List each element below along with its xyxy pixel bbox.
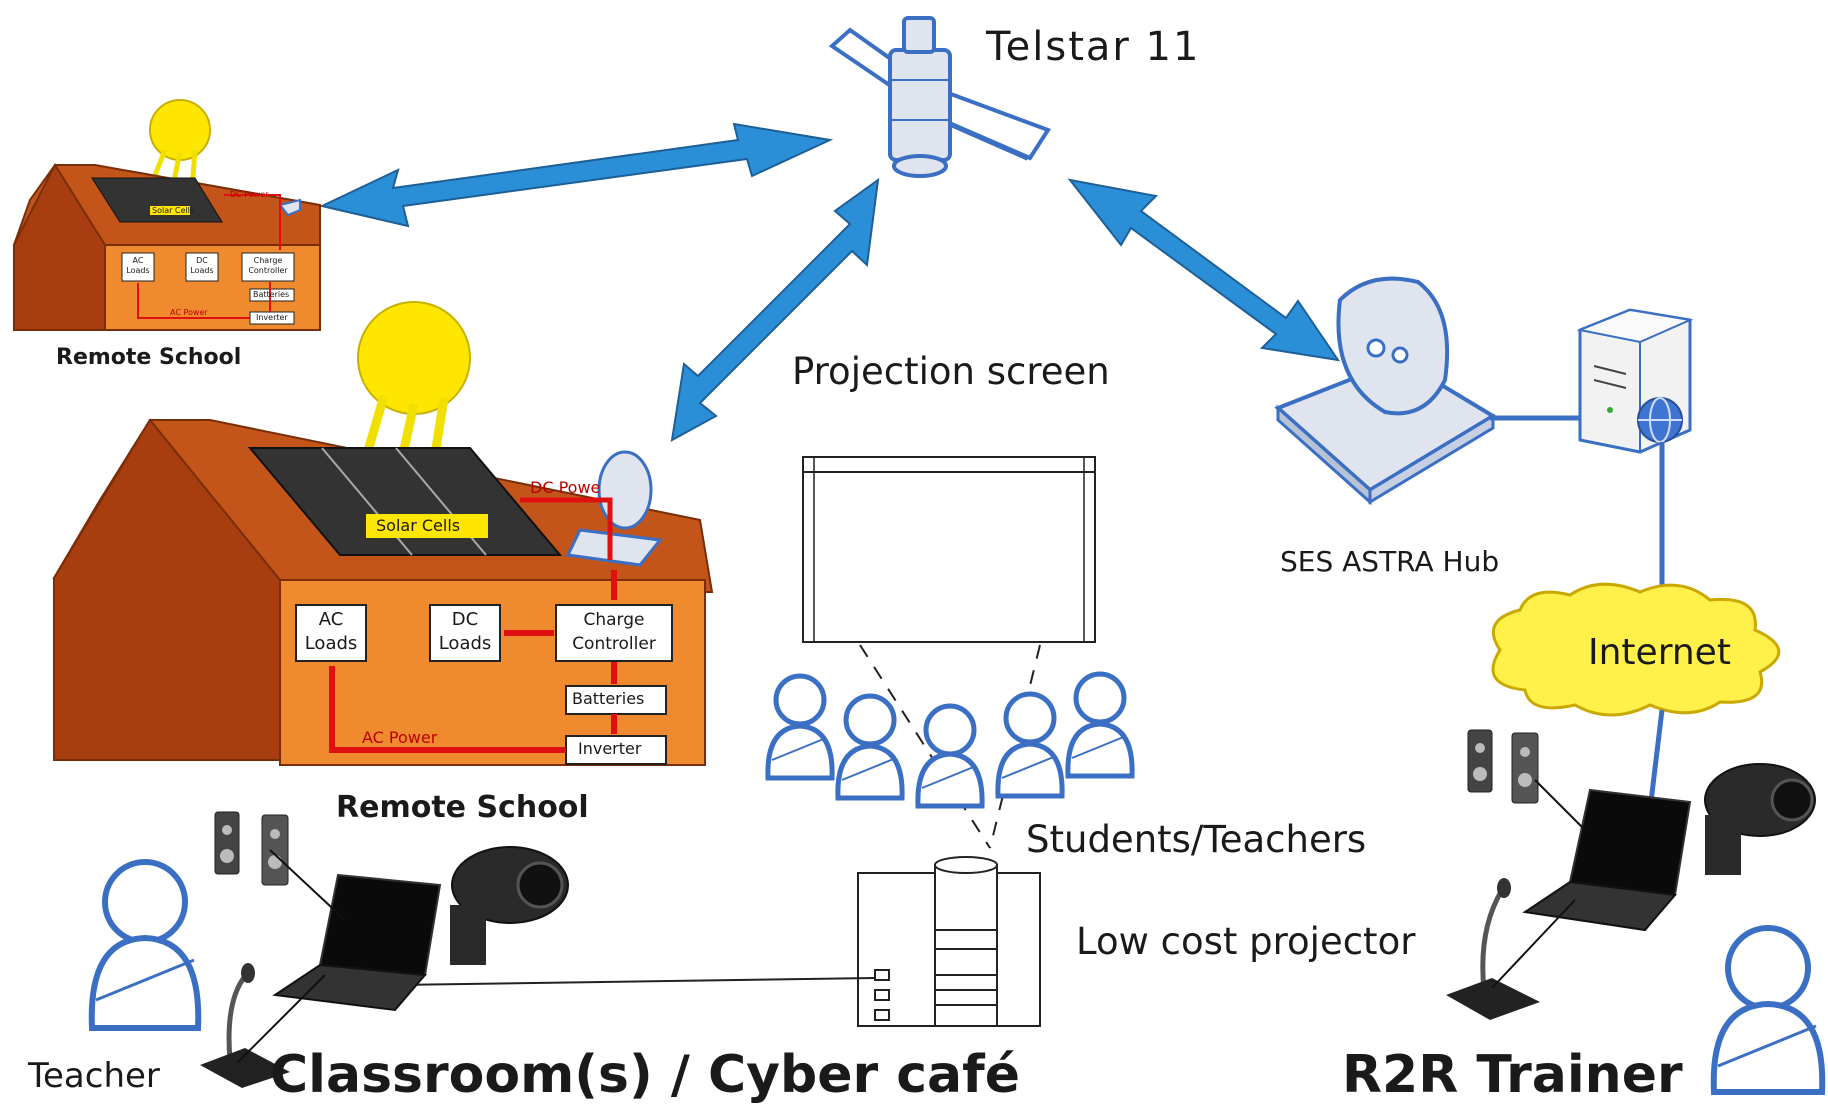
student-person-icon: [765, 673, 835, 781]
small-batteries-label: Batteries: [253, 290, 290, 299]
students-label: Students/Teachers: [1026, 818, 1367, 861]
large-school-dish-icon: [565, 450, 663, 567]
internet-label: Internet: [1588, 632, 1731, 673]
internet-cloud-icon: [1491, 582, 1781, 717]
projector-label: Low cost projector: [1076, 920, 1416, 963]
projection-screen-label: Projection screen: [792, 350, 1110, 393]
internet-laptop-link: [1647, 709, 1665, 811]
laptop-projector-cable: [394, 977, 876, 986]
large-ac-power-label: AC Power: [362, 728, 438, 747]
small-school-illustration: [12, 99, 321, 331]
globe-icon: [1637, 397, 1683, 443]
large-school-illustration: [52, 301, 714, 766]
large-batteries-label: Batteries: [572, 689, 645, 708]
arrow-satellite-to-hub: [1067, 178, 1341, 362]
teacher-person-icon: [88, 859, 202, 1031]
trainer-person-icon: [1710, 925, 1826, 1095]
classroom-laptop-icon: [272, 873, 442, 1012]
hub-dish-icon: [1274, 276, 1497, 506]
student-person-icon: [835, 693, 905, 801]
student-person-icon: [1065, 671, 1135, 779]
large-inverter-label: Inverter: [578, 739, 642, 758]
satellite-label: Telstar 11: [986, 24, 1201, 70]
student-person-icon: [915, 703, 985, 809]
students-group-icon: [765, 671, 1135, 809]
teacher-label: Teacher: [28, 1056, 160, 1096]
small-inverter-label: Inverter: [256, 313, 288, 322]
hub-label: SES ASTRA Hub: [1280, 545, 1500, 578]
projector-icon: [857, 856, 1041, 1027]
small-ac-power-label: AC Power: [170, 308, 208, 317]
satellite-icon: [828, 16, 1052, 178]
trainer-webcam-icon: [1704, 763, 1816, 875]
trainer-speakers-icon: [1467, 729, 1539, 804]
trainer-microphone-icon: [1446, 878, 1540, 1020]
arrow-satellite-to-large-school: [670, 177, 880, 442]
student-person-icon: [995, 691, 1065, 799]
classroom-microphone-icon: [200, 963, 290, 1088]
arrow-satellite-to-small-school: [318, 122, 834, 228]
classroom-label: Classroom(s) / Cyber café: [270, 1045, 1021, 1105]
classroom-speakers-icon: [214, 811, 289, 886]
trainer-label: R2R Trainer: [1342, 1045, 1683, 1105]
large-dc-power-label: DC Powe: [530, 478, 601, 497]
small-solar-label: Solar Cells: [152, 206, 195, 215]
trainer-laptop-icon: [1522, 788, 1692, 932]
large-solar-label: Solar Cells: [376, 516, 461, 535]
small-dc-power-label: DC Power: [230, 190, 269, 199]
large-school-caption: Remote School: [336, 790, 589, 825]
classroom-webcam-icon: [450, 846, 569, 965]
small-school-caption: Remote School: [56, 345, 242, 370]
projection-screen-icon: [802, 456, 1096, 849]
